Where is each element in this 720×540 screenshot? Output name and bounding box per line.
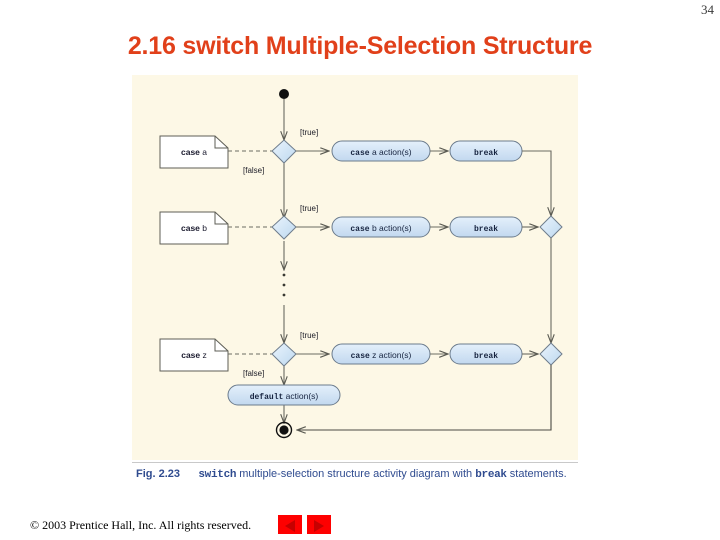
break-z: break bbox=[449, 343, 523, 365]
action-case-z-value: z action(s) bbox=[370, 350, 412, 360]
edge-merge2-final bbox=[297, 365, 552, 430]
figure-caption-keyword-switch: switch bbox=[198, 469, 237, 481]
note-case-b: case b bbox=[159, 211, 229, 245]
break-b-label: break bbox=[474, 225, 498, 234]
copyright-notice: © 2003 Prentice Hall, Inc. All rights re… bbox=[30, 518, 252, 532]
figure-caption-block: Fig. 2.23 switch multiple-selection stru… bbox=[132, 462, 578, 482]
figure-caption-text-1: multiple-selection structure activity di… bbox=[236, 468, 476, 480]
action-case-b-value: b action(s) bbox=[370, 223, 412, 233]
triangle-right-icon bbox=[314, 520, 324, 532]
svg-text:case z action(s): case z action(s) bbox=[351, 350, 412, 361]
svg-text:case b: case b bbox=[181, 223, 207, 233]
break-b: break bbox=[449, 216, 523, 238]
note-case-a-value: a bbox=[200, 147, 207, 157]
action-default-keyword: default bbox=[250, 393, 284, 402]
note-case-z-keyword: case bbox=[181, 350, 200, 360]
note-case-z: case z bbox=[159, 338, 229, 372]
page-number: 34 bbox=[701, 2, 714, 17]
figure-caption-keyword-break: break bbox=[475, 469, 507, 481]
decision-a bbox=[271, 139, 297, 164]
svg-text:case a: case a bbox=[181, 147, 207, 157]
action-default: default action(s) bbox=[227, 384, 341, 406]
figure-caption-label: Fig. 2.23 bbox=[136, 468, 181, 480]
ellipsis-dots bbox=[282, 273, 286, 297]
guard-true-z: [true] bbox=[300, 331, 318, 340]
svg-text:case z: case z bbox=[181, 350, 207, 360]
break-a-label: break bbox=[474, 149, 498, 158]
final-state-node bbox=[275, 421, 293, 439]
page-title: 2.16 switch Multiple-Selection Structure bbox=[127, 32, 593, 60]
note-case-b-keyword: case bbox=[181, 223, 200, 233]
action-case-a: case a action(s) bbox=[331, 140, 431, 162]
guard-true-a: [true] bbox=[300, 128, 318, 137]
figure-caption: Fig. 2.23 switch multiple-selection stru… bbox=[132, 468, 578, 482]
action-case-a-value: a action(s) bbox=[370, 147, 412, 157]
break-z-label: break bbox=[474, 352, 498, 361]
svg-text:case b action(s): case b action(s) bbox=[350, 223, 411, 234]
action-case-b-keyword: case bbox=[350, 225, 369, 234]
caption-divider bbox=[132, 462, 578, 463]
guard-true-b: [true] bbox=[300, 204, 318, 213]
merge-2 bbox=[539, 342, 563, 366]
note-case-b-value: b bbox=[200, 223, 207, 233]
note-case-a-keyword: case bbox=[181, 147, 200, 157]
note-case-z-value: z bbox=[200, 350, 207, 360]
triangle-left-icon bbox=[285, 520, 295, 532]
svg-text:case a action(s): case a action(s) bbox=[350, 147, 411, 158]
previous-slide-button[interactable] bbox=[278, 515, 302, 534]
decision-z bbox=[271, 342, 297, 367]
break-a: break bbox=[449, 140, 523, 162]
action-case-a-keyword: case bbox=[350, 149, 369, 158]
edge-break-a-merge1 bbox=[522, 150, 551, 216]
action-case-z-keyword: case bbox=[351, 352, 370, 361]
action-case-b: case b action(s) bbox=[331, 216, 431, 238]
action-case-z: case z action(s) bbox=[331, 343, 431, 365]
guard-false-a: [false] bbox=[243, 166, 264, 175]
action-default-value: action(s) bbox=[283, 391, 318, 401]
guard-false-z: [false] bbox=[243, 369, 264, 378]
note-case-a: case a bbox=[159, 135, 229, 169]
merge-1 bbox=[539, 215, 563, 239]
decision-b bbox=[271, 215, 297, 240]
initial-state-node bbox=[279, 89, 289, 99]
next-slide-button[interactable] bbox=[307, 515, 331, 534]
svg-text:default action(s): default action(s) bbox=[250, 391, 319, 402]
figure-caption-text-2: statements. bbox=[506, 468, 567, 480]
